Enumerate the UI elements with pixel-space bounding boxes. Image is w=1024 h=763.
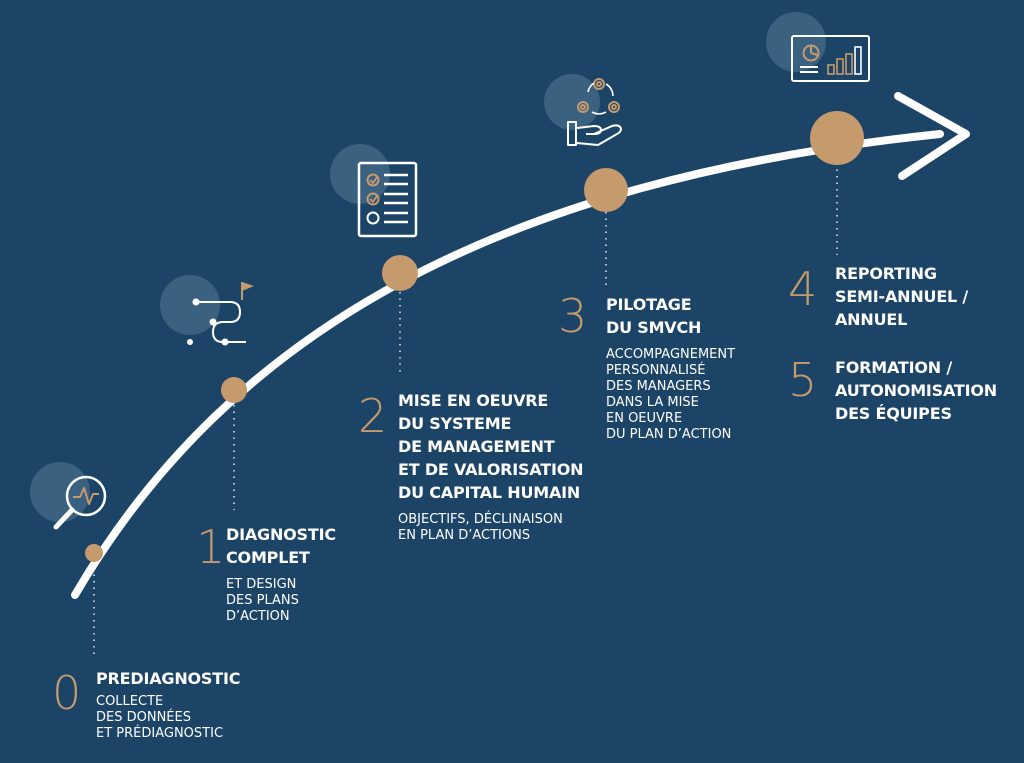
step-0-number: 0	[52, 666, 82, 720]
milestone-dot-4	[810, 111, 864, 165]
arrow-head	[894, 92, 970, 180]
step-3-number: 3	[558, 289, 588, 343]
step-3-block: PILOTAGE DU SMVCH ACCOMPAGNEMENT PERSONN…	[606, 293, 735, 443]
step-0-title: PREDIAGNOSTIC	[96, 669, 241, 688]
milestone-dot-2	[382, 255, 418, 291]
step-2-block: MISE EN OEUVRE DU SYSTEME DE MANAGEMENT …	[398, 389, 584, 544]
step-1-block: DIAGNOSTIC COMPLET ET DESIGN DES PLANS D…	[226, 523, 336, 625]
checklist-icon	[330, 144, 418, 238]
hand-gears-icon	[544, 74, 622, 146]
step-0-block: PREDIAGNOSTIC COLLECTE DES DONNÉES ET PR…	[96, 667, 240, 742]
step-2-title: MISE EN OEUVRE DU SYSTEME DE MANAGEMENT …	[398, 391, 584, 502]
step-5-title: FORMATION / AUTONOMISATION DES ÉQUIPES	[835, 358, 997, 423]
milestone-dot-3	[584, 168, 628, 212]
step-1-description: ET DESIGN DES PLANS D’ACTION	[226, 577, 299, 624]
step-5-block: FORMATION / AUTONOMISATION DES ÉQUIPES	[835, 356, 997, 425]
magnifier-pulse-icon	[30, 462, 107, 530]
step-4-title: REPORTING SEMI-ANNUEL / ANNUEL	[835, 264, 969, 329]
milestone-dot-0	[85, 544, 103, 562]
step-4-block: REPORTING SEMI-ANNUEL / ANNUEL	[835, 262, 968, 331]
step-5-number: 5	[788, 353, 818, 407]
step-1-number: 1	[196, 520, 226, 574]
step-3-description: ACCOMPAGNEMENT PERSONNALISÉ DES MANAGERS…	[606, 347, 736, 442]
step-4-number: 4	[788, 262, 818, 316]
dashboard-chart-icon	[766, 12, 870, 82]
step-0-description: COLLECTE DES DONNÉES ET PRÉDIAGNOSTIC	[96, 694, 224, 741]
step-3-title: PILOTAGE DU SMVCH	[606, 295, 702, 337]
milestone-dot-1	[221, 377, 247, 403]
path-flag-icon	[160, 275, 254, 346]
step-2-description: OBJECTIFS, DÉCLINAISON EN PLAN D’ACTIONS	[398, 512, 563, 543]
step-1-title: DIAGNOSTIC COMPLET	[226, 525, 336, 567]
step-2-number: 2	[358, 389, 388, 443]
